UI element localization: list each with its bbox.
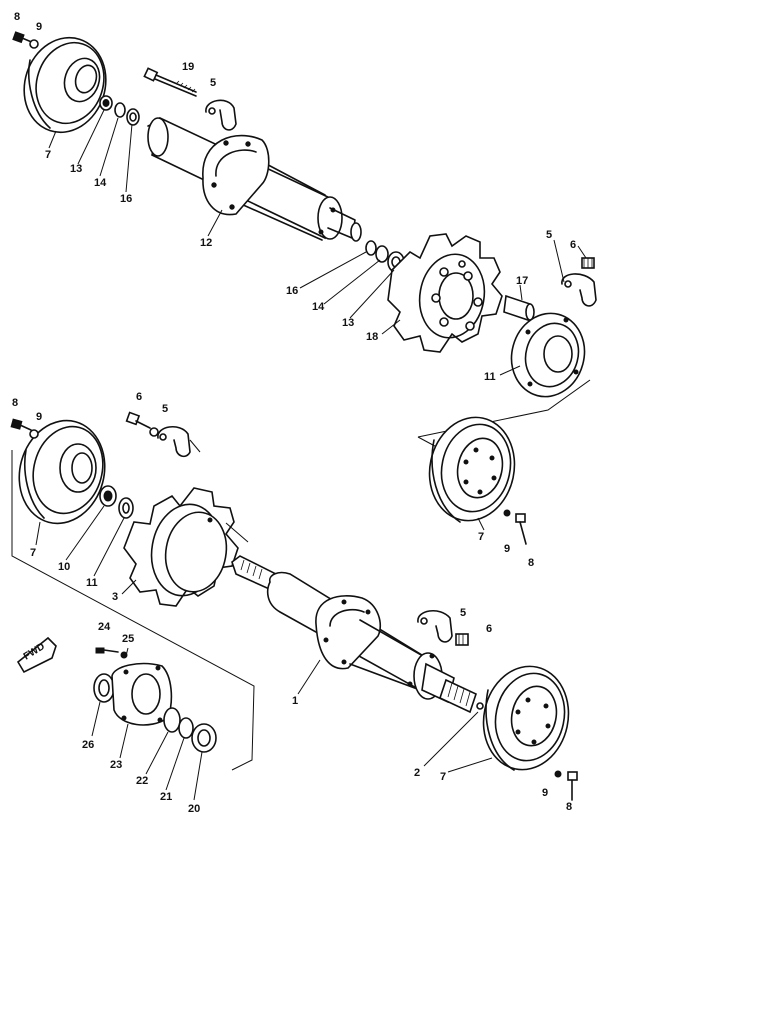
bolt-lower-left: [10, 418, 39, 439]
bearing-housing-assembly-lower: [93, 647, 217, 753]
callout-13-right: 13: [342, 317, 354, 329]
callout-6-lower-right: 6: [486, 623, 492, 635]
callout-6-lower: 6: [136, 391, 142, 403]
callout-14-right: 14: [312, 301, 325, 313]
callout-24: 24: [98, 621, 111, 633]
bearing-housing-upper: [510, 312, 586, 398]
callout-7-lower-left: 7: [30, 547, 36, 559]
callouts-upper: 8 9 7 13 14 16 19 5 12 16 14 13 18 17 5 …: [14, 11, 576, 383]
idler-wheel-upper: [23, 36, 107, 134]
callout-17: 17: [516, 275, 528, 287]
callout-7: 7: [45, 149, 51, 161]
callout-14: 14: [94, 177, 107, 189]
callout-3: 3: [112, 591, 118, 603]
callout-8-lower-left: 8: [12, 397, 18, 409]
callout-7-middle: 7: [478, 531, 484, 543]
callout-1: 1: [292, 695, 298, 707]
bolt-6-clip-5-lower: [125, 411, 191, 458]
callout-9-lower-left: 9: [36, 411, 42, 423]
callout-21: 21: [160, 791, 172, 803]
callout-18: 18: [366, 331, 378, 343]
callouts-lower: 8 9 7 10 11 6 5 3 7 9 8 24 25 26 23 22 2…: [12, 391, 572, 815]
callout-8-middle: 8: [528, 557, 534, 569]
callout-13: 13: [70, 163, 82, 175]
callout-9-lower-right: 9: [542, 787, 548, 799]
callout-25: 25: [122, 633, 134, 645]
idler-wheel-middle: [428, 416, 527, 545]
callout-7-lower-right: 7: [440, 771, 446, 783]
leader-lines: [35, 109, 587, 801]
callout-16: 16: [120, 193, 132, 205]
idler-wheel-lower-right: [482, 665, 578, 801]
drive-shaft-upper: [147, 116, 362, 242]
callout-20: 20: [188, 803, 200, 815]
drive-sprocket-upper: [387, 233, 503, 353]
upper-assembly: [12, 31, 597, 453]
callout-11-upper: 11: [484, 371, 496, 383]
callout-10: 10: [58, 561, 70, 573]
callout-8-lower-right: 8: [566, 801, 572, 813]
bearing-10-washer-11: [99, 485, 134, 519]
callout-22: 22: [136, 775, 148, 787]
callout-11: 11: [86, 577, 98, 589]
drive-sprocket-lower: [123, 487, 239, 607]
callout-12: 12: [200, 237, 212, 249]
idler-wheel-lower-left: [18, 419, 106, 525]
callout-9: 9: [36, 21, 42, 33]
clip-and-bolt-upper-right: [561, 257, 597, 307]
clip-and-bolt-lower-right: [417, 610, 469, 646]
callout-5-lower: 5: [162, 403, 168, 415]
callout-5-lower-right: 5: [460, 607, 466, 619]
spacer-17: [503, 294, 535, 322]
lower-assembly: [10, 411, 578, 801]
callout-2: 2: [414, 767, 420, 779]
callout-16-right: 16: [286, 285, 298, 297]
callout-26: 26: [82, 739, 94, 751]
callout-5-right: 5: [546, 229, 552, 241]
bolt-19-and-clip-5: [143, 67, 237, 131]
callout-19: 19: [182, 61, 194, 73]
callout-9-middle: 9: [504, 543, 510, 555]
callout-23: 23: [110, 759, 122, 771]
callout-6: 6: [570, 239, 576, 251]
fwd-arrow-icon: FWD: [16, 636, 57, 674]
callout-8: 8: [14, 11, 20, 23]
drive-shaft-lower: [231, 555, 484, 714]
callout-5: 5: [210, 77, 216, 89]
bearing-stack-upper-left: [99, 95, 140, 126]
bolt-upper-left: [12, 31, 39, 49]
